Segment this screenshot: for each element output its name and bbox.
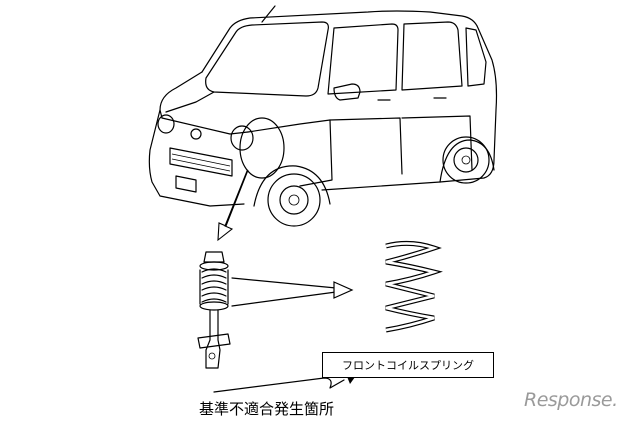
arrow-icon (217, 169, 249, 242)
car-illustration (148, 5, 498, 227)
callout-label: フロントコイルスプリング (342, 359, 474, 372)
watermark-logo: Response. (524, 389, 618, 411)
arrow-icon (231, 277, 354, 307)
coil-spring-icon (385, 240, 443, 333)
defect-location-label: 基準不適合発生箇所 (199, 400, 335, 418)
callout-box: フロントコイルスプリング (322, 352, 494, 378)
strut-assembly-icon (197, 251, 231, 369)
